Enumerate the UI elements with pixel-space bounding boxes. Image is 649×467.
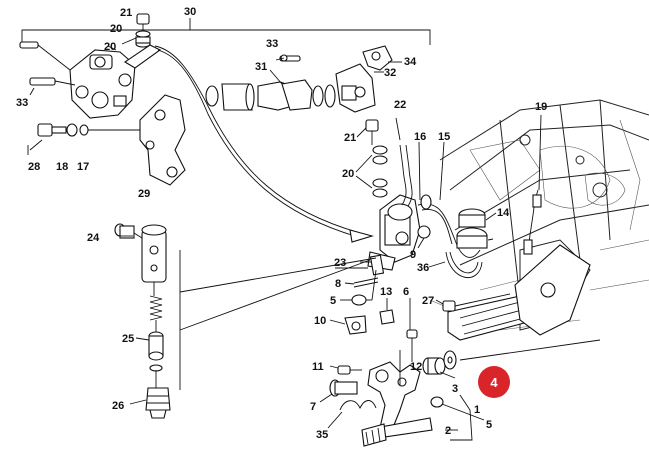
label-35: 35: [316, 429, 328, 441]
clevis-10: [344, 315, 367, 335]
label-17: 17: [77, 161, 89, 173]
label-3: 3: [452, 383, 458, 395]
piston-25: [148, 331, 164, 372]
label-32: 32: [384, 67, 396, 79]
washer-17: [79, 124, 89, 136]
label-36: 36: [417, 262, 429, 274]
washer-18: [66, 123, 78, 137]
leader-lines: [29, 29, 497, 429]
spacer-3: [422, 357, 446, 375]
label-27: 27: [422, 295, 434, 307]
label-11: 11: [312, 361, 324, 373]
rod-8: [353, 277, 379, 288]
washer-4: [443, 350, 457, 370]
banjo-bolt-21-top: [135, 13, 151, 48]
screw-28: [37, 123, 67, 137]
nut-5-lower: [430, 396, 444, 408]
screw-9: [417, 225, 431, 249]
label-12: 12: [410, 361, 422, 373]
badge-circle: [478, 366, 510, 398]
fitting-24: [114, 223, 143, 239]
caliper-bracket-29: [139, 94, 186, 186]
spring-35: [339, 400, 377, 411]
spring-25: [149, 295, 163, 321]
label-20-top: 20: [110, 23, 122, 35]
boot-2: [361, 423, 387, 447]
label-20-right: 20: [342, 168, 354, 180]
label-16: 16: [414, 131, 426, 143]
label-8: 8: [335, 278, 341, 290]
pushrod-23: [369, 254, 385, 301]
label-34: 34: [404, 56, 417, 68]
highlight-badge: 4: [478, 366, 510, 398]
label-22: 22: [394, 99, 406, 111]
brake-caliper: [69, 49, 136, 119]
label-15: 15: [438, 131, 450, 143]
label-10: 10: [314, 315, 326, 327]
label-9: 9: [410, 249, 416, 261]
banjo-bolt-21-right: [365, 119, 379, 145]
hose-22: [399, 144, 407, 206]
boot-26: [145, 387, 171, 419]
label-21-right: 21: [344, 132, 356, 144]
footrest-bracket: [447, 244, 591, 341]
pin-7: [329, 379, 358, 397]
screw-12: [406, 329, 418, 362]
clip-32-34: [362, 45, 393, 71]
label-20-mid: 20: [104, 41, 116, 53]
label-28: 28: [28, 161, 40, 173]
label-19: 19: [535, 101, 547, 113]
label-24: 24: [87, 232, 100, 244]
label-25: 25: [122, 333, 134, 345]
label-18: 18: [56, 161, 68, 173]
label-33-left: 33: [16, 97, 28, 109]
label-33-top: 33: [266, 38, 278, 50]
brake-hose: [154, 45, 361, 234]
badge-label: 4: [490, 375, 498, 390]
label-7: 7: [310, 401, 316, 413]
label-21-top: 21: [120, 7, 132, 19]
part-13: [379, 298, 395, 325]
label-1: 1: [474, 404, 480, 416]
label-2: 2: [445, 425, 451, 437]
group-bracket-30: [21, 18, 431, 45]
label-5-upper: 5: [330, 295, 336, 307]
master-cylinder-assembly: [367, 194, 421, 271]
label-23: 23: [334, 257, 346, 269]
caliper-bolt: [19, 41, 71, 71]
bleed-screw-33: [29, 77, 76, 86]
label-14: 14: [497, 207, 510, 219]
label-30: 30: [184, 6, 196, 18]
hose-36: [449, 251, 479, 274]
part-number-labels: 1 2 3 5 5 6 7 8 9 10 11 12 13 14 15 16 1…: [16, 6, 547, 441]
label-29: 29: [138, 188, 150, 200]
label-13: 13: [380, 286, 392, 298]
label-5-lower: 5: [486, 419, 492, 431]
label-6: 6: [403, 286, 409, 298]
master-cylinder-body: [141, 224, 167, 283]
label-31: 31: [255, 61, 267, 73]
label-26: 26: [112, 400, 124, 412]
fluid-reservoir-14: [456, 208, 488, 249]
nut-5-upper: [351, 294, 372, 306]
screw-11: [337, 365, 362, 375]
caliper-internals: [205, 63, 376, 113]
screw-27: [442, 293, 511, 312]
